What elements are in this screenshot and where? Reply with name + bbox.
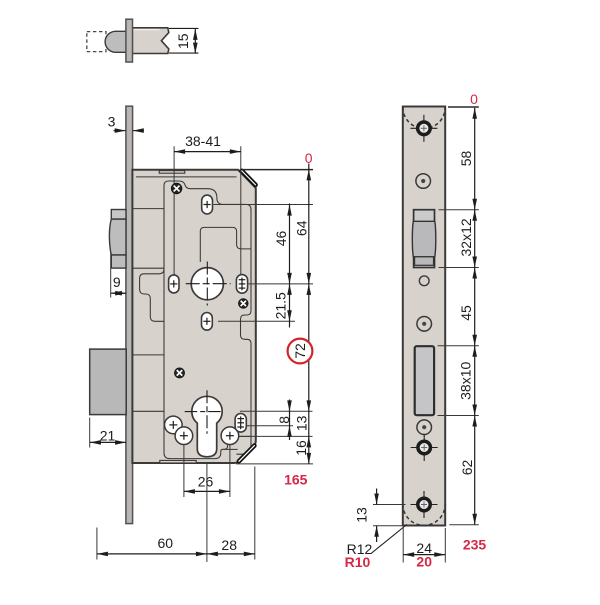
svg-text:64: 64 <box>294 220 310 236</box>
svg-text:21.5: 21.5 <box>273 292 289 319</box>
svg-text:46: 46 <box>273 231 289 247</box>
svg-text:0: 0 <box>470 91 478 107</box>
svg-text:0: 0 <box>305 150 313 166</box>
svg-text:72: 72 <box>292 343 308 359</box>
svg-text:13: 13 <box>354 507 370 523</box>
svg-text:15: 15 <box>175 33 191 49</box>
svg-text:8: 8 <box>276 416 292 424</box>
svg-text:165: 165 <box>284 471 308 487</box>
svg-text:R10: R10 <box>345 554 371 570</box>
svg-text:45: 45 <box>458 305 474 321</box>
svg-text:60: 60 <box>158 535 174 551</box>
svg-text:38-41: 38-41 <box>185 133 221 149</box>
svg-text:38x10: 38x10 <box>457 362 473 400</box>
svg-text:235: 235 <box>463 537 487 553</box>
svg-text:32x12: 32x12 <box>458 218 474 256</box>
svg-text:13: 13 <box>293 415 309 431</box>
svg-text:3: 3 <box>108 114 116 130</box>
svg-text:21: 21 <box>100 427 116 443</box>
svg-text:58: 58 <box>458 151 474 167</box>
svg-text:26: 26 <box>198 473 214 489</box>
svg-text:62: 62 <box>459 460 475 476</box>
svg-text:16: 16 <box>293 440 309 456</box>
svg-text:R12: R12 <box>347 541 373 557</box>
svg-text:24: 24 <box>416 540 432 556</box>
svg-text:9: 9 <box>113 274 121 290</box>
svg-text:28: 28 <box>221 537 237 553</box>
svg-text:20: 20 <box>416 554 432 570</box>
